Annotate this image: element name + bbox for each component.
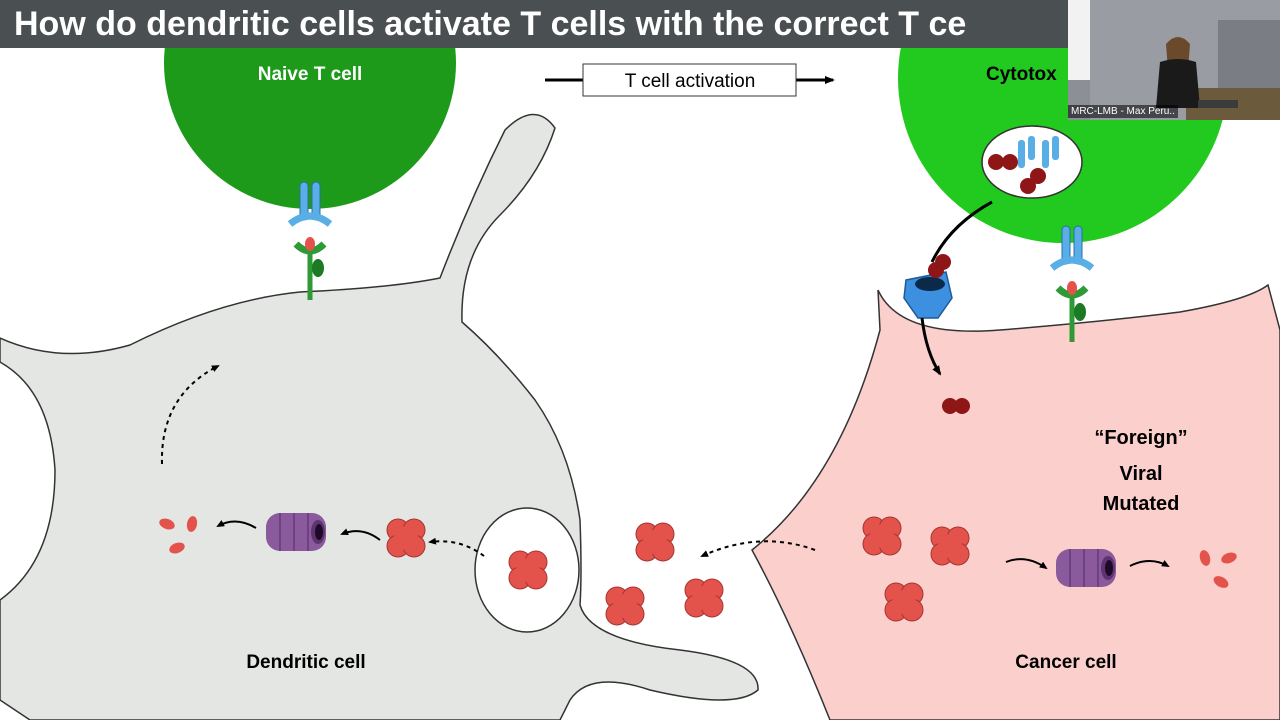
tcr-mhc-complex-right — [1049, 225, 1095, 342]
antigen-protein — [605, 586, 645, 626]
granule-release-arrow — [930, 200, 993, 263]
antigen-proteins — [386, 516, 970, 626]
dashed-arrow-presentation — [160, 365, 220, 465]
cancer-cell — [751, 283, 1280, 721]
dendritic-cell-label: Dendritic cell — [246, 652, 365, 673]
activation-label-box — [582, 63, 797, 97]
peptide-fragments-right — [1199, 550, 1237, 588]
cancer-cell-label: Cancer cell — [1015, 652, 1116, 673]
pore-entry-arrow — [920, 317, 942, 376]
mutated-label: Mutated — [1103, 493, 1180, 515]
viral-label: Viral — [1120, 463, 1163, 485]
antigen-protein — [684, 578, 724, 618]
proteasome-right — [1056, 549, 1116, 587]
speaker-video-frame — [1068, 0, 1280, 120]
dendritic-cell — [0, 113, 759, 721]
antigen-protein — [930, 526, 970, 566]
antigen-protein — [635, 522, 675, 562]
peptide-fragments-left — [159, 516, 198, 554]
antigen-protein — [386, 518, 426, 558]
granzyme-particles — [988, 154, 1046, 194]
granzyme-in-cancer-cell — [942, 398, 970, 414]
dashed-arrow-release — [700, 540, 816, 557]
arrow-to-fragments-right — [1129, 560, 1170, 567]
naive-t-cell — [164, 0, 456, 209]
arrow-to-fragments-left — [216, 520, 257, 529]
tcr-mhc-complex-left — [287, 181, 333, 300]
proteasome-left — [266, 513, 326, 551]
speaker-caption: MRC-LMB - Max Peru.. — [1068, 105, 1178, 118]
perforin-pore — [903, 254, 953, 319]
activation-label: T cell activation — [625, 71, 756, 92]
slide-title: How do dendritic cells activate T cells … — [14, 5, 967, 43]
cytotoxic-t-cell-label: Cytotox — [986, 64, 1057, 85]
antigen-protein — [508, 550, 548, 590]
perforin-particles — [1018, 136, 1059, 168]
speaker-video[interactable]: MRC-LMB - Max Peru.. — [1068, 0, 1280, 120]
arrow-to-proteasome-right — [1005, 558, 1048, 570]
arrow-to-proteasome-left — [340, 528, 381, 541]
antigen-protein — [884, 582, 924, 622]
antigen-protein — [862, 516, 902, 556]
foreign-label: “Foreign” — [1094, 427, 1187, 449]
naive-t-cell-label: Naive T cell — [258, 64, 363, 85]
title-bar: How do dendritic cells activate T cells … — [0, 0, 1068, 48]
